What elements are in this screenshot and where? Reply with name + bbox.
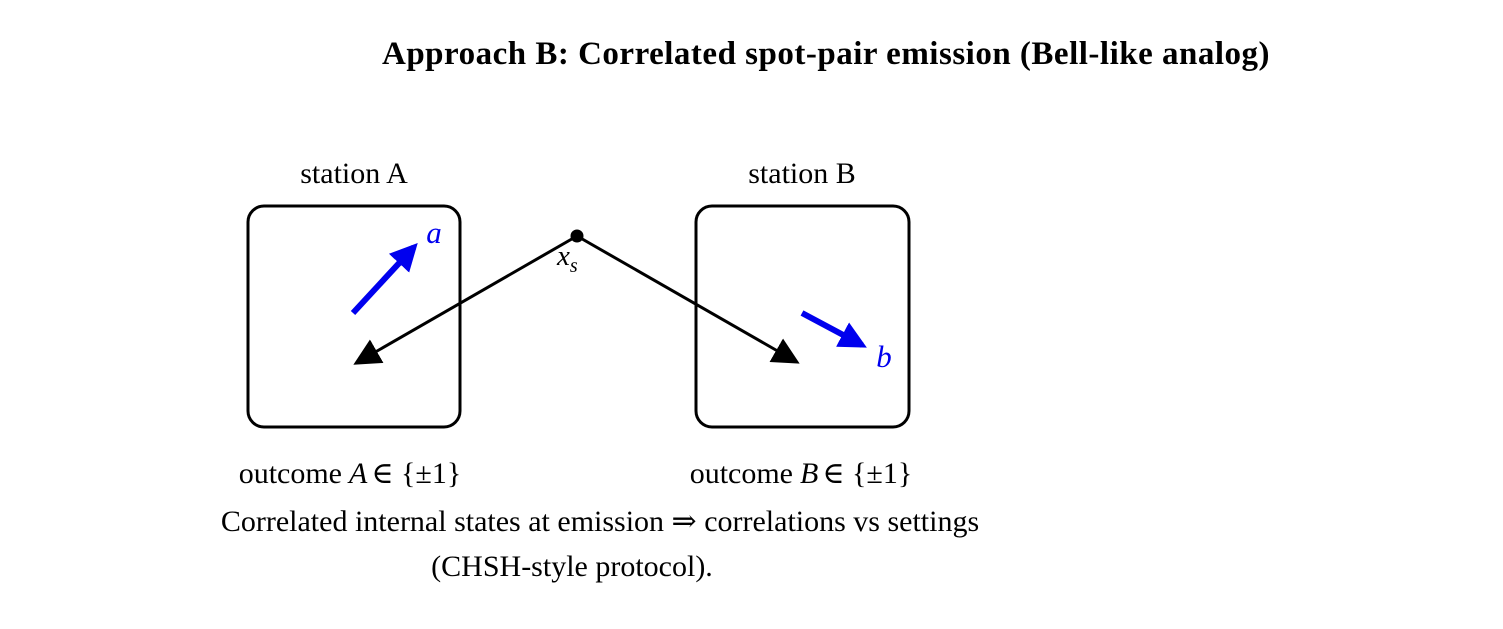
setting-b-label: b	[876, 339, 892, 374]
setting-a-arrow	[350, 242, 418, 316]
station-a-box	[246, 204, 462, 429]
emission-ray-to-a	[353, 234, 578, 365]
source-dot	[570, 229, 584, 243]
source-label-var: x	[557, 240, 570, 272]
outcome-b-prefix: outcome	[689, 457, 793, 490]
outcome-b-set: ∈ {±1}	[822, 457, 913, 490]
source-label: xs	[557, 240, 578, 277]
station-b-box	[694, 204, 911, 429]
emission-ray-to-b	[576, 234, 800, 364]
page-title: Approach B: Correlated spot-pair emissio…	[382, 36, 1270, 72]
outcome-a-variable: A	[349, 457, 368, 490]
setting-a-label: a	[426, 215, 442, 250]
station-b-label: station B	[748, 157, 856, 190]
outcome-a-set: ∈ {±1}	[371, 457, 462, 490]
outcome-b-variable: B	[800, 457, 819, 490]
caption-line-2: (CHSH-style protocol).	[431, 550, 713, 583]
station-a-label: station A	[300, 157, 408, 190]
outcome-a-prefix: outcome	[238, 457, 342, 490]
caption-line-1: Correlated internal states at emission ⇒…	[220, 505, 980, 538]
source-label-subscript: s	[569, 254, 578, 277]
setting-b-arrow	[800, 310, 867, 348]
